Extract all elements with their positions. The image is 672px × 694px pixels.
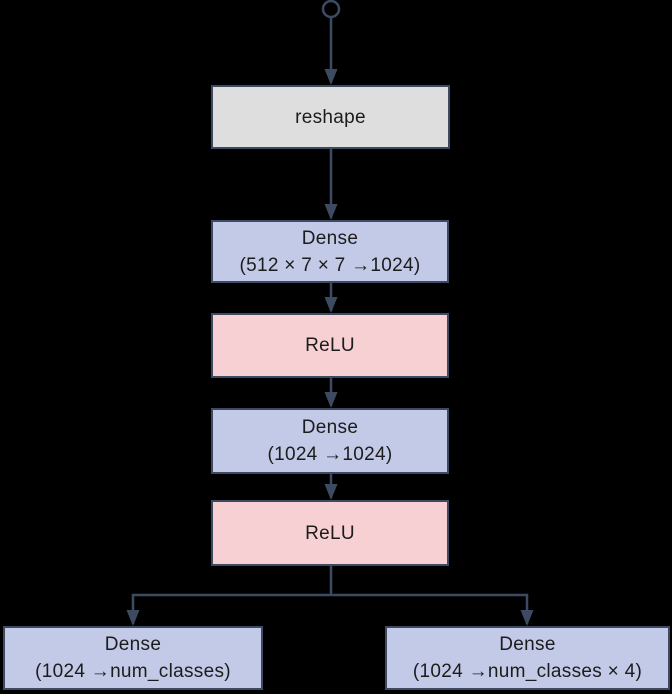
node-sublabel: (1024 →1024)	[267, 444, 393, 465]
node-sublabel: (512 × 7 × 7 →1024)	[239, 254, 421, 276]
start-circle-icon	[321, 0, 341, 19]
node-label: reshape	[295, 106, 366, 128]
node-label: ReLU	[305, 335, 355, 356]
node-label: ReLU	[305, 522, 355, 544]
node-relu-2: ReLU	[211, 500, 449, 566]
node-label: Dense	[301, 227, 359, 249]
node-label: Dense	[301, 417, 359, 438]
node-dense-1024-1024: Dense (1024 →1024)	[211, 408, 449, 474]
node-sublabel: (1024 →num_classes × 4)	[412, 661, 643, 682]
node-dense-num-classes: Dense (1024 →num_classes)	[3, 626, 263, 690]
edge-branch-right	[331, 593, 534, 626]
node-sublabel: (1024 →num_classes)	[35, 661, 231, 682]
node-dense-num-classes-x4: Dense (1024 →num_classes × 4)	[385, 626, 670, 690]
edge-branch-left	[126, 593, 331, 626]
node-relu-1: ReLU	[211, 313, 449, 378]
node-label: Dense	[104, 634, 162, 655]
node-dense-512x7x7-1024: Dense (512 × 7 × 7 →1024)	[211, 220, 449, 283]
node-reshape: reshape	[211, 85, 450, 149]
node-label: Dense	[499, 634, 556, 655]
